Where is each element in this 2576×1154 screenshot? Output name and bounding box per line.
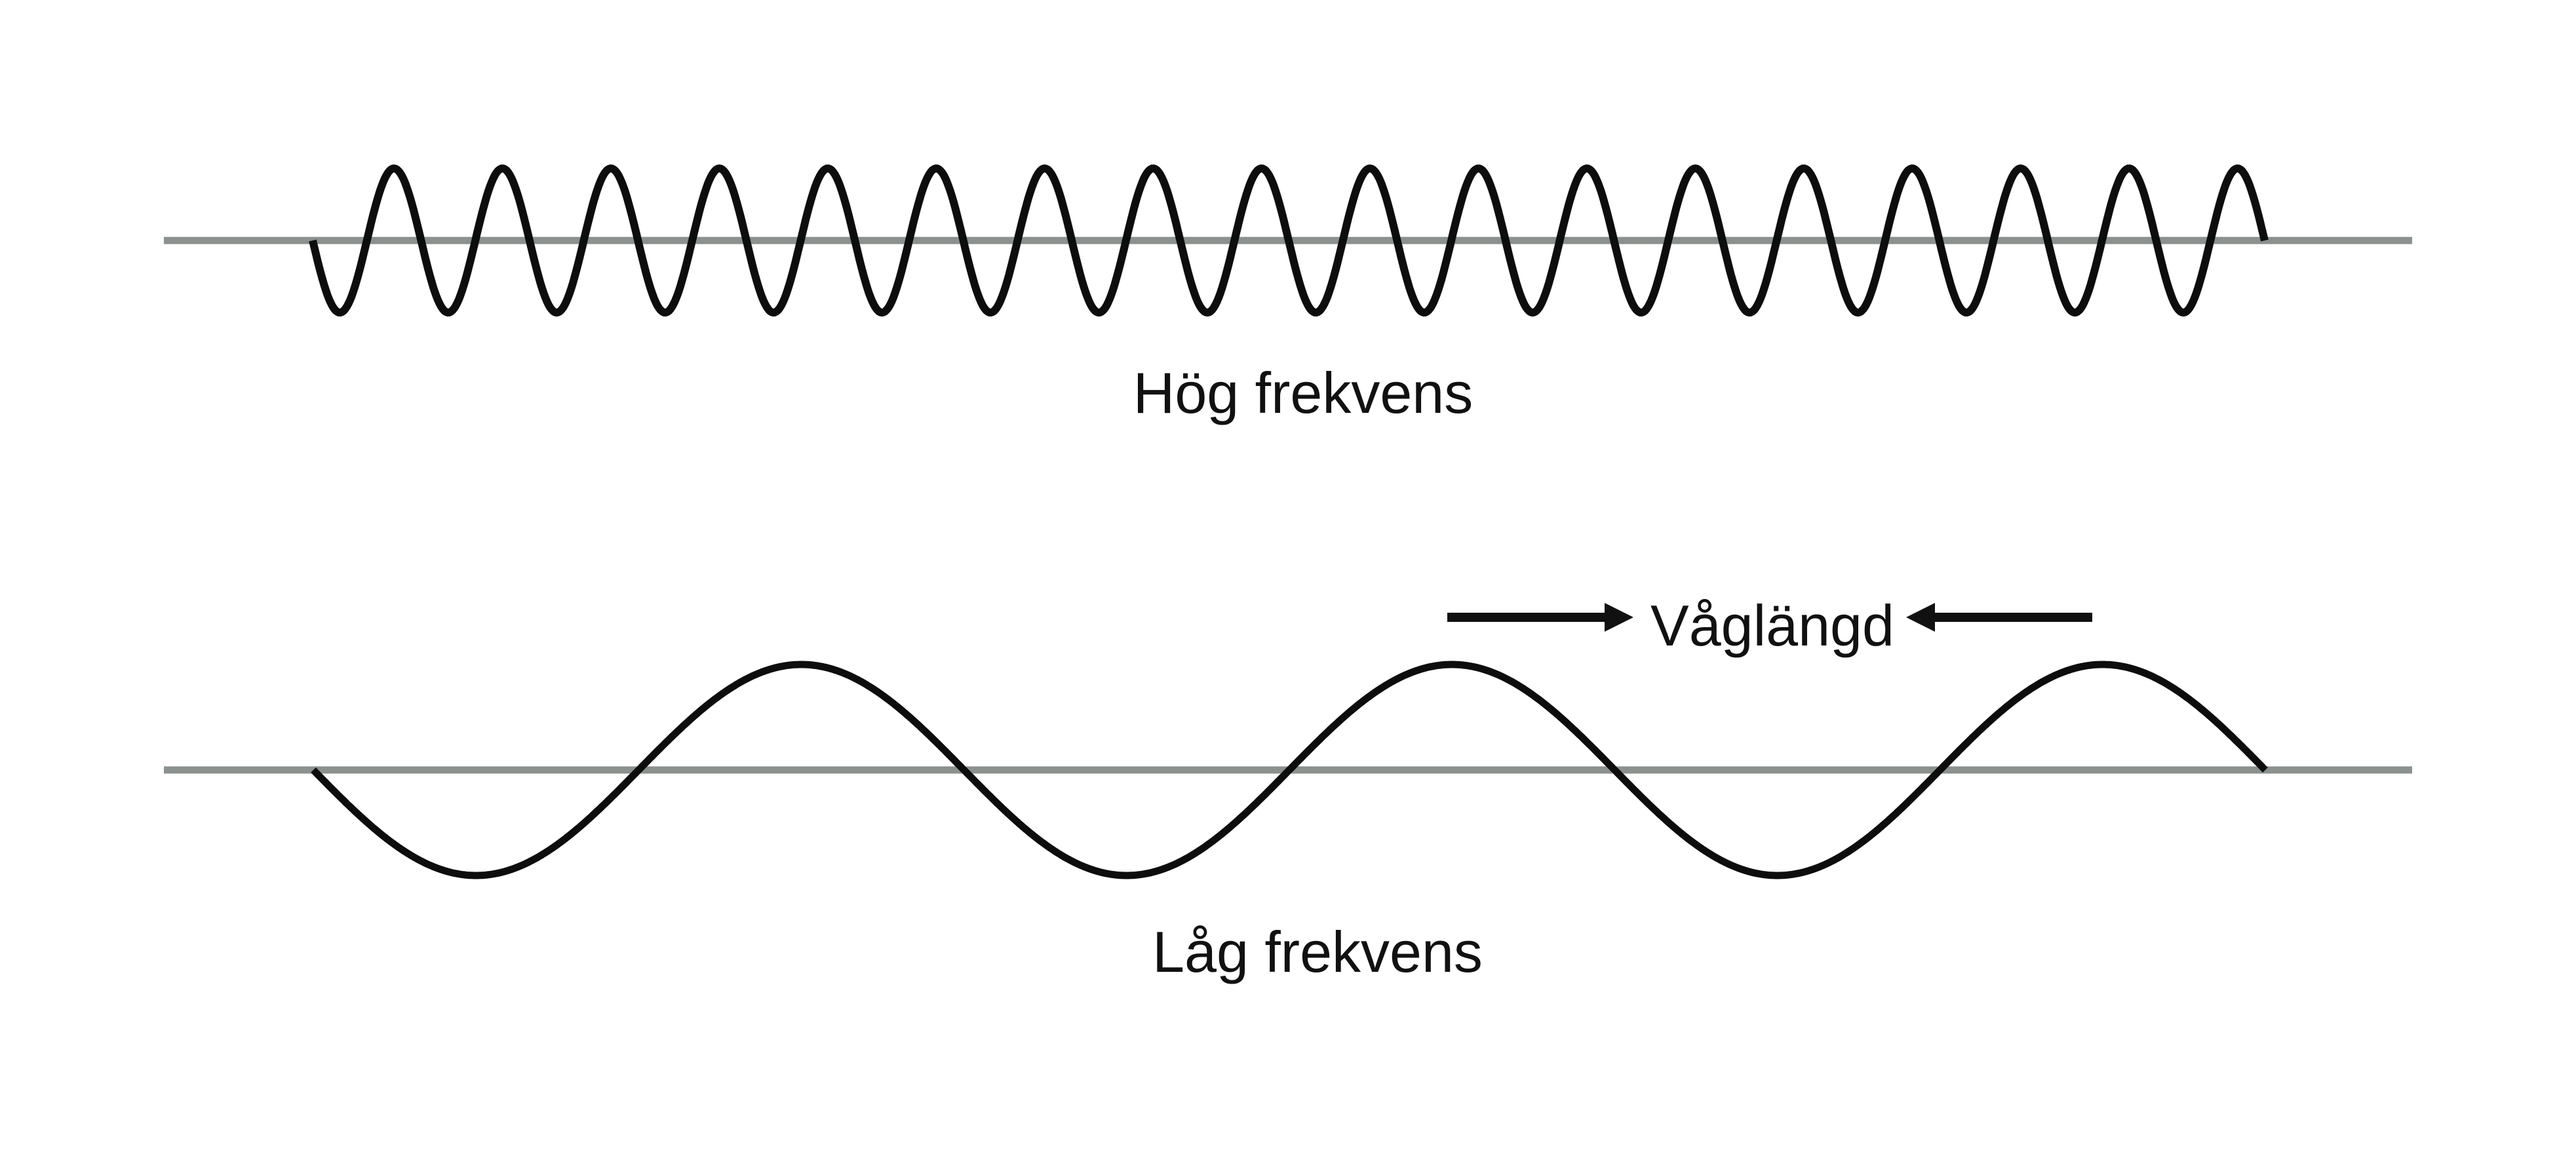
high-frequency-section: Hög frekvens <box>164 164 2412 425</box>
right-arrowhead-icon <box>1605 603 1633 632</box>
wavelength-label: Våglängd <box>1650 593 1894 658</box>
low-frequency-label: Låg frekvens <box>1152 919 1483 984</box>
high-frequency-label: Hög frekvens <box>1133 360 1473 425</box>
low-frequency-wave <box>311 661 2268 879</box>
low-frequency-section: Låg frekvens <box>164 661 2412 984</box>
left-arrowhead-icon <box>1906 603 1935 632</box>
high-frequency-wave <box>309 164 2269 317</box>
wavelength-annotation: Våglängd <box>1447 593 2092 658</box>
